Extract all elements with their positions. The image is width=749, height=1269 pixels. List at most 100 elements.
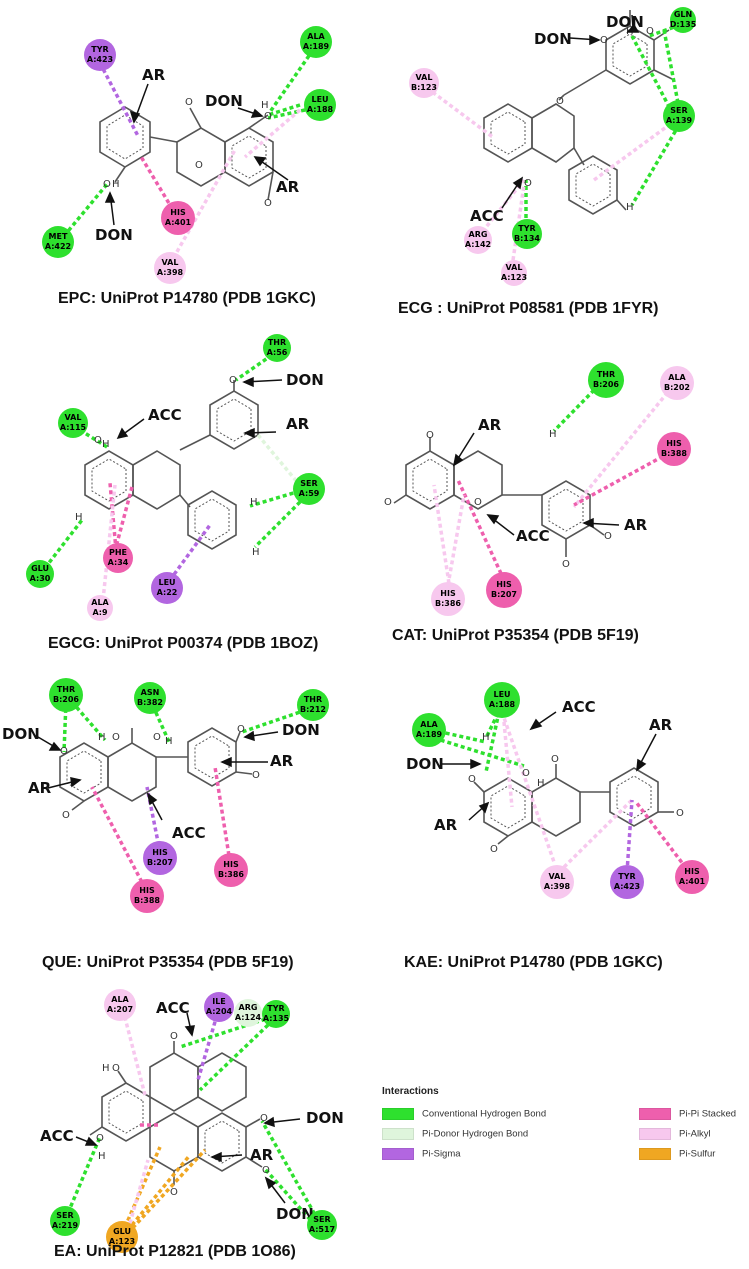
svg-text:VAL: VAL	[65, 413, 82, 422]
svg-text:O: O	[60, 746, 68, 757]
svg-text:GLU: GLU	[31, 564, 49, 573]
panel-caption: EPC: UniProt P14780 (PDB 1GKC)	[58, 290, 316, 307]
svg-text:A:423: A:423	[614, 882, 640, 891]
svg-text:O: O	[524, 178, 532, 189]
annotation-don: DON	[95, 226, 133, 244]
svg-text:O: O	[252, 770, 260, 781]
svg-text:H: H	[250, 497, 258, 508]
svg-text:O: O	[264, 198, 272, 209]
ea-bond-ser219	[66, 1136, 102, 1214]
svg-text:O: O	[604, 531, 612, 542]
svg-text:PHE: PHE	[109, 548, 127, 557]
svg-text:MET: MET	[49, 232, 68, 241]
svg-text:A:30: A:30	[30, 574, 51, 583]
svg-text:B:207: B:207	[147, 858, 173, 867]
egcg-bond-ala9	[101, 484, 117, 601]
svg-text:B:134: B:134	[514, 234, 540, 243]
svg-text:GLN: GLN	[674, 10, 692, 19]
svg-text:H: H	[112, 179, 120, 190]
annotation-ar: AR	[649, 716, 673, 734]
ecg-bond-val123b	[425, 86, 496, 140]
svg-text:O: O	[384, 497, 392, 508]
cat-bond-his207	[456, 479, 506, 581]
svg-text:ARG: ARG	[469, 230, 488, 239]
legend-item-pi-sigma: Pi-Sigma	[382, 1148, 461, 1160]
svg-text:O: O	[490, 844, 498, 855]
svg-text:H: H	[165, 736, 173, 747]
svg-text:O: O	[646, 26, 654, 37]
svg-text:O: O	[551, 754, 559, 765]
epc-bond-tyr423	[98, 62, 140, 137]
svg-text:H: H	[261, 100, 269, 111]
svg-text:O: O	[96, 1133, 104, 1144]
svg-text:ALA: ALA	[420, 720, 438, 729]
epc-bond-ala189	[268, 49, 315, 113]
annotation-don: DON	[534, 30, 572, 48]
annotation-don: DON	[406, 755, 444, 773]
svg-text:B:386: B:386	[218, 870, 244, 879]
legend-item-conventional-hbond: Conventional Hydrogen Bond	[382, 1108, 546, 1120]
svg-text:LEU: LEU	[311, 95, 328, 104]
svg-text:A:422: A:422	[45, 242, 71, 251]
ea-bond-ala207	[121, 1009, 147, 1096]
svg-text:A:207: A:207	[107, 1005, 133, 1014]
svg-text:VAL: VAL	[416, 73, 433, 82]
svg-text:O: O	[262, 1165, 270, 1176]
svg-text:O: O	[94, 435, 102, 446]
kae-bond-tyr423	[625, 799, 634, 873]
annotation-acc: ACC	[40, 1127, 74, 1145]
svg-text:ALA: ALA	[111, 995, 129, 1004]
svg-text:B:202: B:202	[664, 383, 690, 392]
svg-text:THR: THR	[268, 338, 286, 347]
svg-text:O: O	[62, 810, 70, 821]
svg-text:A:123: A:123	[109, 1237, 135, 1246]
svg-text:H: H	[537, 778, 545, 789]
svg-text:TYR: TYR	[91, 45, 108, 54]
svg-text:D:135: D:135	[670, 20, 697, 29]
svg-text:O: O	[522, 768, 530, 779]
svg-text:TYR: TYR	[518, 224, 535, 233]
svg-text:ASN: ASN	[141, 688, 160, 697]
svg-text:O: O	[185, 97, 193, 108]
svg-text:HIS: HIS	[139, 886, 155, 895]
svg-text:HIS: HIS	[496, 580, 512, 589]
svg-text:HIS: HIS	[440, 589, 456, 598]
svg-text:A:115: A:115	[60, 423, 87, 432]
svg-text:O: O	[170, 1187, 178, 1198]
epc-bond-his401	[138, 154, 178, 216]
svg-text:A:189: A:189	[416, 730, 443, 739]
annotation-ar: AR	[286, 415, 310, 433]
ea-bond-ile204	[196, 1014, 219, 1081]
svg-text:A:188: A:188	[489, 700, 516, 709]
svg-text:HIS: HIS	[223, 860, 239, 869]
legend-item-pi-donor-hbond: Pi-Donor Hydrogen Bond	[382, 1128, 528, 1140]
epc-bond-met422	[62, 181, 110, 238]
cat-bond-thr206	[552, 383, 601, 433]
svg-text:A:56: A:56	[267, 348, 288, 357]
